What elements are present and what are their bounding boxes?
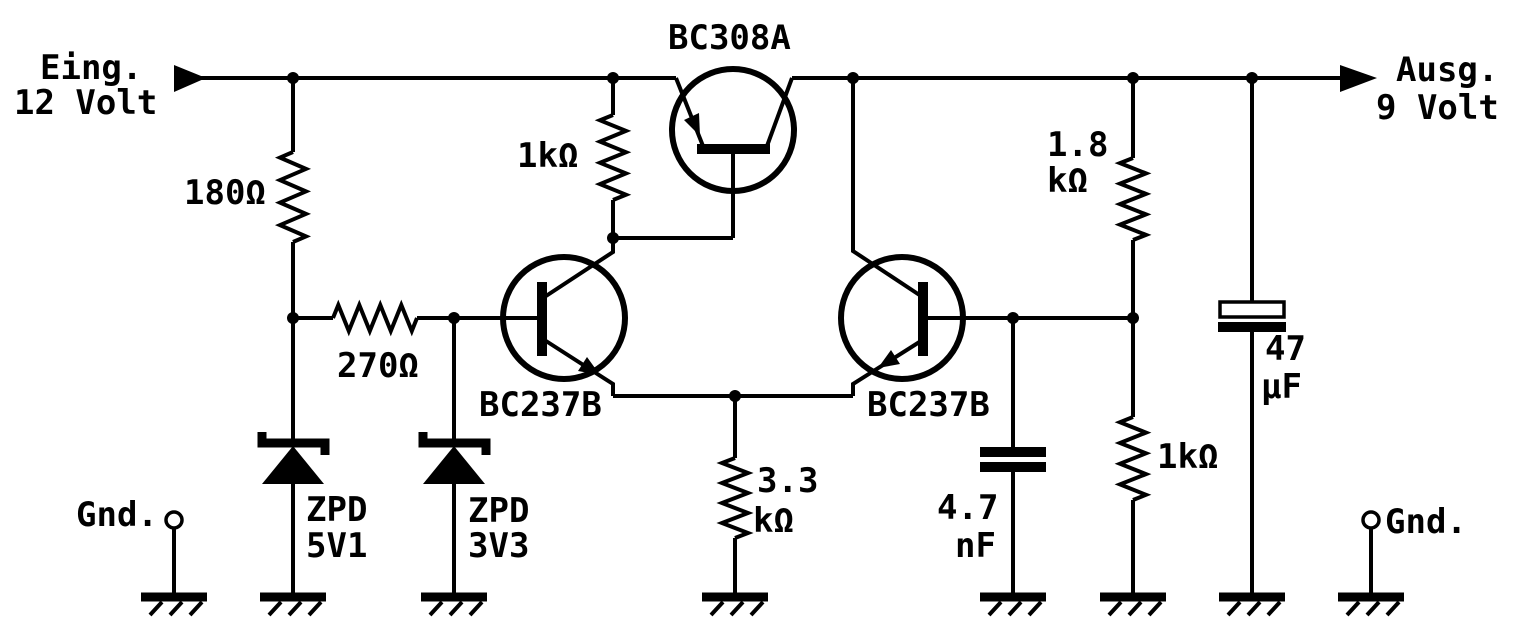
transistor-bc308a [669,66,797,238]
junction-dot [1246,72,1258,84]
capacitor-4n7 [980,318,1046,594]
ground-icon [980,592,1046,617]
junction-dot [847,72,859,84]
label-output-name: Ausg. [1396,50,1499,90]
resistor-zigzag [716,456,754,540]
label-zener1-value: 5V1 [306,526,368,566]
emitter-lead [674,77,705,147]
label-transistor-bc237b-left: BC237B [479,385,602,425]
resistor-270ohm [293,299,542,337]
emitter-lead [544,339,615,396]
label-resistor-1k-left: 1kΩ [517,136,579,176]
cap-plate-positive [1218,300,1286,319]
cap-plate-bottom [980,462,1046,472]
label-zener2-name: ZPD [468,491,530,531]
junction-dot [729,390,741,402]
resistor-zigzag [274,150,312,244]
collector-lead [544,238,615,298]
input-terminal-arrow [174,65,206,92]
npn-arrow-icon [878,350,900,368]
resistor-zigzag [331,299,419,337]
label-transistor-bc308a: BC308A [668,18,791,58]
label-resistor-270: 270Ω [337,346,419,386]
label-resistor-1k8-unit: kΩ [1047,161,1088,201]
resistor-zigzag [1114,156,1152,242]
resistor-1k-right [1114,318,1152,594]
terminal-circle [164,510,184,530]
label-input-name: Eing. [40,48,143,88]
label-gnd-left: Gnd. [76,495,158,535]
pnp-arrow-icon [684,113,700,136]
label-cap-4n7-value: 4.7 [937,488,999,528]
junction-dot [1127,312,1139,324]
junction-dot [1127,72,1139,84]
label-output-voltage: 9 Volt [1376,88,1499,128]
junction-dot [287,72,299,84]
arrow-right-icon [1340,65,1377,92]
junction-dot [287,312,299,324]
ground-icon [1219,592,1285,617]
ground-icon [141,592,207,617]
zener-diode-5v1 [257,432,330,594]
transistor-bc237b-right [838,78,1133,396]
capacitor-47uf [1218,78,1286,594]
label-zener1-name: ZPD [306,490,368,530]
ground-icon [421,592,487,617]
terminal-circle [1361,510,1381,530]
junction-dot [448,312,460,324]
collector-lead [851,78,923,298]
junction-dot [1007,312,1019,324]
zener-cathode-bar [257,432,330,455]
resistor-zigzag [594,113,632,202]
label-transistor-bc237b-right: BC237B [867,385,990,425]
transistor-circle [500,254,628,382]
label-cap-4n7-unit: nF [955,526,996,566]
label-resistor-1k8-value: 1.8 [1047,125,1109,165]
zener-diode-3v3 [418,318,491,594]
resistor-1k-left [594,78,733,240]
output-terminal-arrow [1340,65,1377,92]
resistor-3k3 [716,396,754,594]
ground-symbols [141,592,1404,617]
label-zener2-value: 3V3 [468,526,530,566]
resistor-zigzag [1114,415,1152,502]
label-input-voltage: 12 Volt [14,83,158,123]
diode-triangle [262,446,324,484]
ground-terminal-left [164,510,184,594]
junction-dots [287,72,1258,402]
resistor-1k8 [1114,78,1152,318]
label-resistor-3k3-unit: kΩ [753,501,794,541]
label-cap-47u-unit: µF [1261,367,1302,407]
ground-icon [260,592,326,617]
junction-dot [607,232,619,244]
ground-icon [1338,592,1404,617]
transistor-bc237b-left [500,238,628,396]
collector-lead [765,77,794,147]
junction-dot [607,72,619,84]
cap-plate-negative [1218,322,1286,332]
zener-cathode-bar [418,432,491,455]
ground-icon [1100,592,1166,617]
label-resistor-180: 180Ω [184,173,266,213]
ground-terminal-right [1361,510,1381,594]
label-resistor-1k-right: 1kΩ [1157,437,1219,477]
arrow-right-icon [174,65,206,92]
label-resistor-3k3-value: 3.3 [757,461,819,501]
diode-triangle [423,446,485,484]
resistor-180ohm [274,78,312,440]
cap-plate-top [980,447,1046,457]
label-gnd-right: Gnd. [1385,502,1467,542]
emitter-lead [851,339,923,396]
ground-icon [702,592,768,617]
label-cap-47u-value: 47 [1265,329,1306,369]
npn-arrow-icon [578,357,600,375]
